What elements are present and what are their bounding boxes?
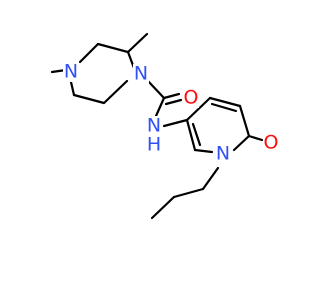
bond-c6-nring xyxy=(232,134,251,152)
bond-nring-propyl-1 xyxy=(201,166,220,191)
bond-propyl-1-2 xyxy=(172,187,205,199)
bonds xyxy=(50,32,264,220)
bond-carbonyl-o-b xyxy=(164,98,183,106)
atom-label-o-ketone: O xyxy=(264,132,279,154)
bond-carbonyl-o-a xyxy=(162,92,181,100)
atom-label-bg-nh xyxy=(146,116,162,136)
atom-label-bg-h xyxy=(146,135,162,155)
bond-n4-c3 xyxy=(78,42,100,64)
bond-propyl-2-3 xyxy=(150,195,176,220)
bond-c5-c6ring xyxy=(238,104,251,138)
bond-n1-carbonyl xyxy=(146,79,166,100)
bond-c2-methyl xyxy=(126,32,149,54)
atom-label-h: H xyxy=(147,134,161,156)
bond-c6-c5 xyxy=(72,93,106,105)
atom-label-n4: N xyxy=(64,61,78,83)
atom-label-bg-o_ketone xyxy=(263,133,279,153)
bond-nh-c3ring xyxy=(162,118,189,128)
atom-label-n1: N xyxy=(134,63,148,85)
atom-label-n-ring: N xyxy=(216,143,230,165)
bond-c4-c5ring xyxy=(208,96,242,108)
bond-c6-oketone xyxy=(247,134,264,142)
bond-carbonyl-nh xyxy=(154,96,166,118)
bond-c2-c3ring-inner xyxy=(191,122,202,147)
atom-label-bg-n4 xyxy=(63,62,79,82)
bond-nring-c2ring xyxy=(193,148,214,154)
bond-c3-c2 xyxy=(96,42,130,54)
atom-label-bg-n_ring xyxy=(215,144,231,164)
bond-c5-n4 xyxy=(69,80,76,97)
atom-label-o-amide: O xyxy=(184,87,199,109)
atom-label-bg-o_amide xyxy=(183,88,199,108)
bond-c2-c3ring xyxy=(185,118,197,152)
bond-n1-c6 xyxy=(102,79,129,105)
bond-c4-c5ring-inner xyxy=(210,102,238,113)
atom-label-nh: N xyxy=(147,115,161,137)
bond-c3-c4ring xyxy=(185,96,212,122)
atom-label-bg-n1 xyxy=(133,64,149,84)
